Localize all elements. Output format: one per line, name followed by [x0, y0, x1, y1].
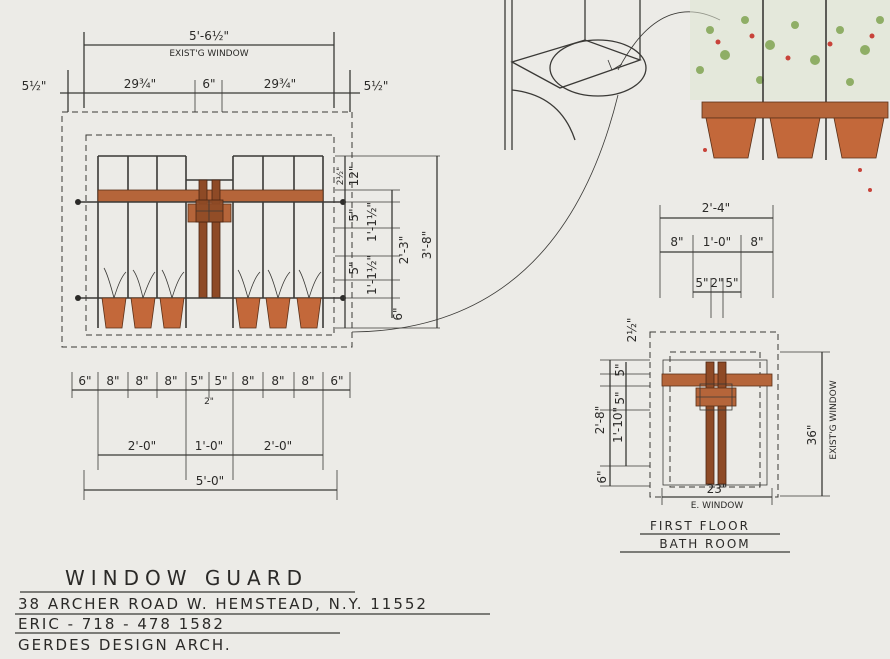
dim-bottom-6: 5" [214, 374, 227, 388]
detail-row1-b: 1'-0" [703, 235, 731, 249]
dim-right-outer-a: 2'-3" [397, 236, 411, 264]
bath-left-1: 5" [613, 363, 627, 376]
bath-elevation: 2½" 5" 5" 2'-8" 1'-10" 6" 36" EXIST'G WI… [593, 318, 839, 553]
planter-box-sketch [690, 0, 890, 192]
bath-right-height: 36" [805, 425, 819, 446]
bath-left-mid: 1'-10" [611, 407, 625, 443]
dim-bottom-total: 5'-0" [196, 474, 224, 488]
dim-right-outer-b: 3'-8" [420, 231, 434, 259]
bath-label-line2: BATH ROOM [659, 537, 750, 551]
dim-bottom-4: 8" [164, 374, 177, 388]
dim-bottom-right: 2'-0" [264, 439, 292, 453]
dim-bottom-9: 8" [301, 374, 314, 388]
flower-pots [101, 267, 322, 329]
dim-bottom-2: 8" [106, 374, 119, 388]
detail-row2-a: 5" [695, 276, 708, 290]
dim-overall-width: 5'-6½" [189, 29, 229, 43]
detail-row2-b: 2" [710, 276, 723, 290]
dim-bottom-3: 8" [135, 374, 148, 388]
dim-right-4: 1'-1½" [365, 255, 379, 295]
dim-right-top-b: 12" [347, 166, 361, 187]
dim-right-top-a: 2½" [336, 167, 346, 186]
detail-row1-c: 8" [750, 235, 763, 249]
title-block: WINDOW GUARD 38 ARCHER ROAD W. HEMSTEAD,… [15, 566, 490, 654]
bath-bottom-caption: E. WINDOW [691, 501, 744, 511]
dim-bottom-10: 6" [330, 374, 343, 388]
dim-bottom-center: 1'-0" [195, 439, 223, 453]
dim-left-panel: 29¾" [124, 77, 156, 91]
title-contact: ERIC - 718 - 478 1582 [18, 615, 225, 633]
dim-bottom-7: 8" [241, 374, 254, 388]
bath-top-small: 2½" [625, 318, 639, 343]
bath-left-total: 2'-8" [593, 406, 607, 434]
dim-bottom-1: 6" [78, 374, 91, 388]
title-address: 38 ARCHER ROAD W. HEMSTEAD, N.Y. 11552 [18, 595, 428, 613]
bath-left-bottom: 6" [595, 470, 609, 483]
dim-right-2: 1'-1½" [365, 202, 379, 242]
detail-row2-c: 5" [725, 276, 738, 290]
bracket-sketch [504, 0, 721, 150]
detail-top-total: 2'-4" [702, 201, 730, 215]
dim-right-5: 6" [391, 307, 405, 320]
dim-bottom-5: 5" [190, 374, 203, 388]
detail-row1-a: 8" [670, 235, 683, 249]
title-firm: GERDES DESIGN ARCH. [18, 636, 232, 654]
bath-label-line1: FIRST FLOOR [650, 519, 750, 533]
dim-bottom-mid-small: 2" [204, 397, 214, 407]
main-elevation: 5'-6½" EXIST'G WINDOW 5½" 5½" 29¾" 6" 29… [22, 29, 440, 500]
dim-right-1: 5" [347, 208, 361, 221]
leader-curve [351, 94, 619, 333]
title-window-guard: WINDOW GUARD [65, 566, 308, 590]
bath-right-caption: EXIST'G WINDOW [829, 380, 839, 459]
dim-bottom-left: 2'-0" [128, 439, 156, 453]
bath-left-2: 5" [613, 391, 627, 404]
dim-center-gap: 6" [202, 77, 215, 91]
dim-right-offset: 5½" [364, 79, 389, 93]
bath-bottom-width: 23" [707, 482, 728, 496]
small-detail: 2'-4" 8" 1'-0" 8" 5" 2" 5" [659, 201, 774, 318]
dim-right-3: 5" [347, 261, 361, 274]
dim-overall-caption: EXIST'G WINDOW [169, 49, 248, 59]
dim-left-offset: 5½" [22, 79, 47, 93]
dim-right-panel: 29¾" [264, 77, 296, 91]
dim-bottom-8: 8" [271, 374, 284, 388]
